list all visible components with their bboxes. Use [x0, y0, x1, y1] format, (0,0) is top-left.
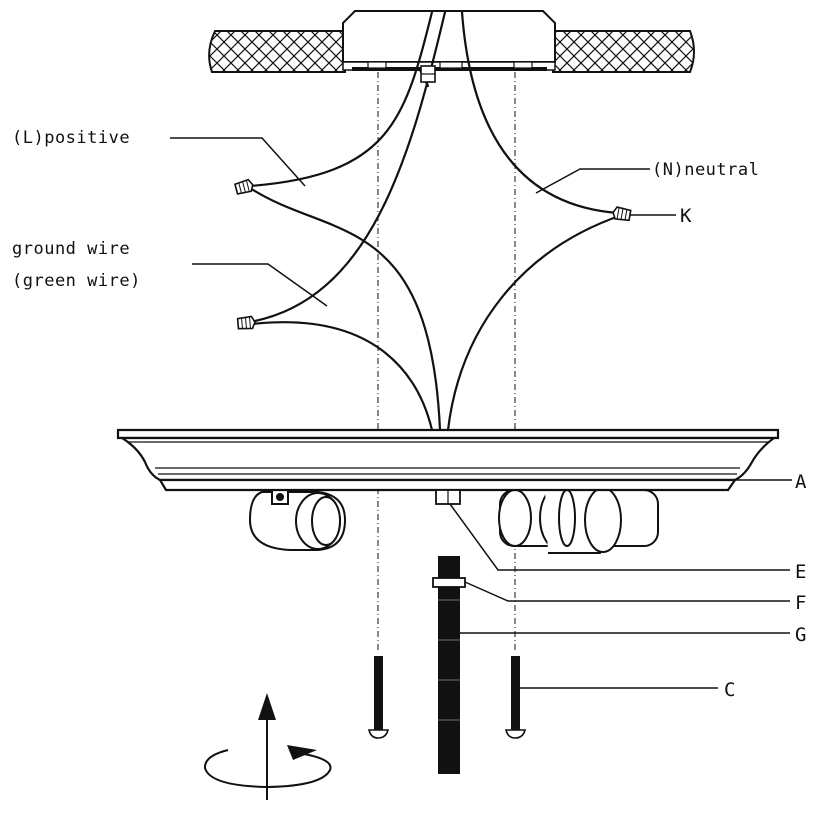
- wire-connector-neutral: [612, 206, 632, 222]
- wire-connector-ground: [236, 315, 256, 330]
- wire-fixture-positive: [248, 186, 442, 432]
- alignment-lines: [377, 72, 516, 650]
- wire-neutral: [460, 10, 620, 215]
- label-E: E: [795, 561, 806, 583]
- washer-F: [432, 577, 466, 588]
- wire-connector-positive: [234, 178, 254, 195]
- wires: [248, 10, 624, 432]
- threaded-rod-G: [438, 556, 460, 774]
- label-ground-line2: (green wire): [12, 271, 141, 291]
- canopy-fixture: [116, 428, 780, 492]
- leader-lines: [170, 137, 792, 689]
- ceiling: [208, 30, 695, 73]
- ground-screw: [420, 65, 436, 83]
- junction-box: [342, 10, 556, 71]
- rotate-arrow-icon: [203, 693, 332, 800]
- screw-left: [367, 656, 390, 739]
- label-A: A: [795, 471, 807, 493]
- label-K: K: [680, 205, 692, 227]
- label-F: F: [795, 592, 806, 614]
- label-C: C: [724, 679, 735, 701]
- screw-right: [504, 656, 527, 739]
- center-nut-E: [435, 489, 461, 505]
- label-neutral: (N)neutral: [652, 160, 759, 180]
- label-G: G: [795, 624, 806, 646]
- wire-fixture-neutral: [446, 213, 624, 432]
- lamp-holder-right: [498, 485, 659, 554]
- wire-fixture-ground: [250, 321, 434, 432]
- label-positive: (L)positive: [12, 128, 130, 148]
- label-ground-line1: ground wire: [12, 239, 130, 259]
- lamp-holder-left: [248, 489, 347, 551]
